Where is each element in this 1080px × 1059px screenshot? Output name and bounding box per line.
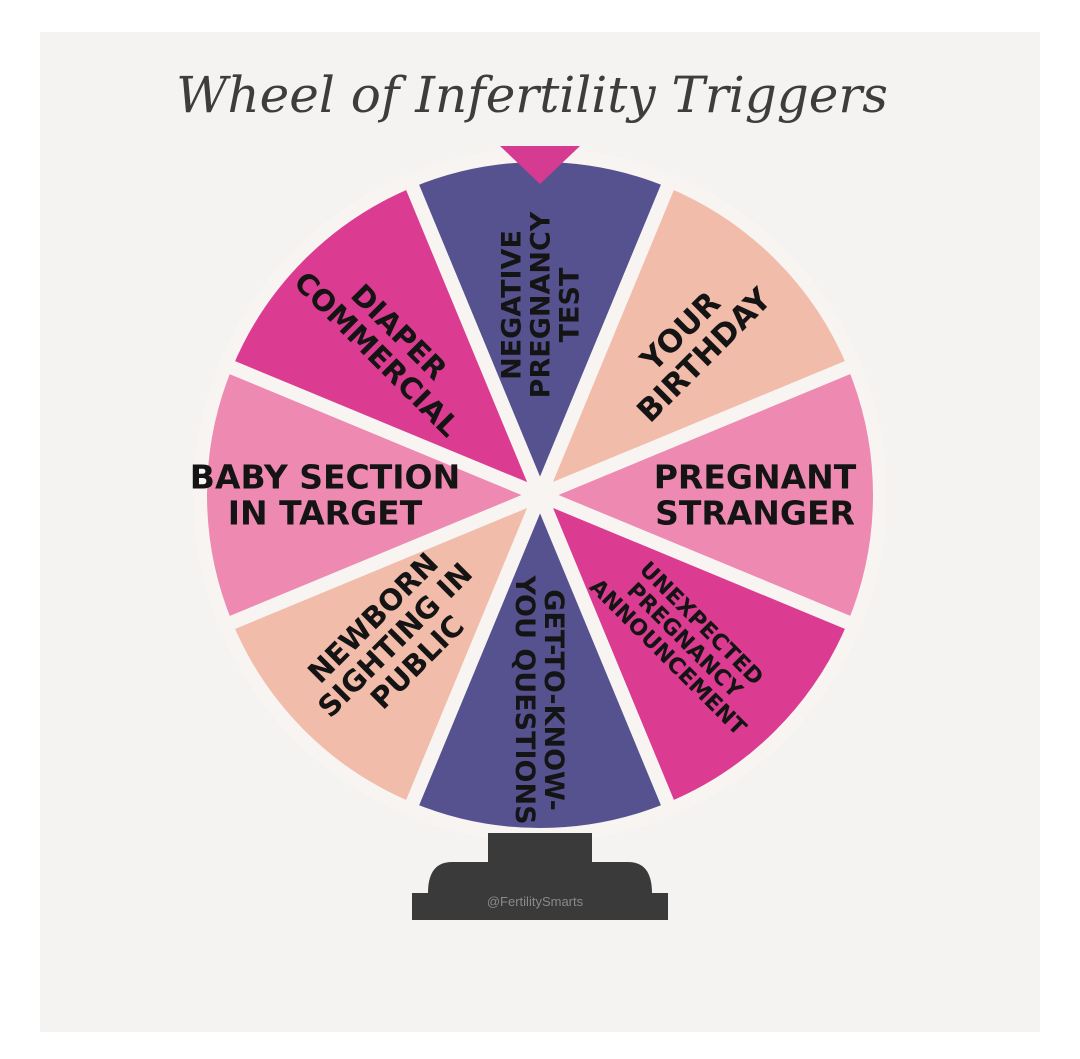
stand-neck (488, 833, 592, 863)
wheel-title: Wheel of Infertility Triggers (176, 66, 888, 124)
segment-label-line: BABY SECTION (190, 458, 460, 497)
segment-label-line: PREGNANT (654, 458, 857, 497)
segment-label-line: YOU QUESTIONS (509, 574, 540, 824)
wheel-pointer (500, 146, 580, 184)
wheel-segment-6 (193, 357, 547, 633)
wheel-segment-5 (218, 488, 547, 817)
wheel-segment-1 (533, 173, 862, 502)
segment-label-line: IN TARGET (228, 493, 423, 532)
segment-label-line: TEST (555, 267, 586, 342)
segment-label-line: STRANGER (655, 493, 855, 532)
segment-label-line: GET-TO-KNOW- (538, 589, 569, 811)
credit-handle: @FertilitySmarts (487, 894, 584, 909)
segment-label-line: PREGNANCY (525, 211, 556, 398)
stand-cap (428, 862, 652, 893)
wheel-stand (412, 833, 668, 920)
wheel-hub (526, 481, 554, 509)
wheel-segment-7 (218, 173, 547, 502)
wheel-segment-3 (533, 488, 862, 817)
segment-label-4: GET-TO-KNOW-YOU QUESTIONS (509, 574, 569, 824)
wheel-segment-2 (533, 357, 887, 633)
segment-label-line: NEGATIVE (496, 230, 527, 380)
stand-base (412, 893, 668, 920)
